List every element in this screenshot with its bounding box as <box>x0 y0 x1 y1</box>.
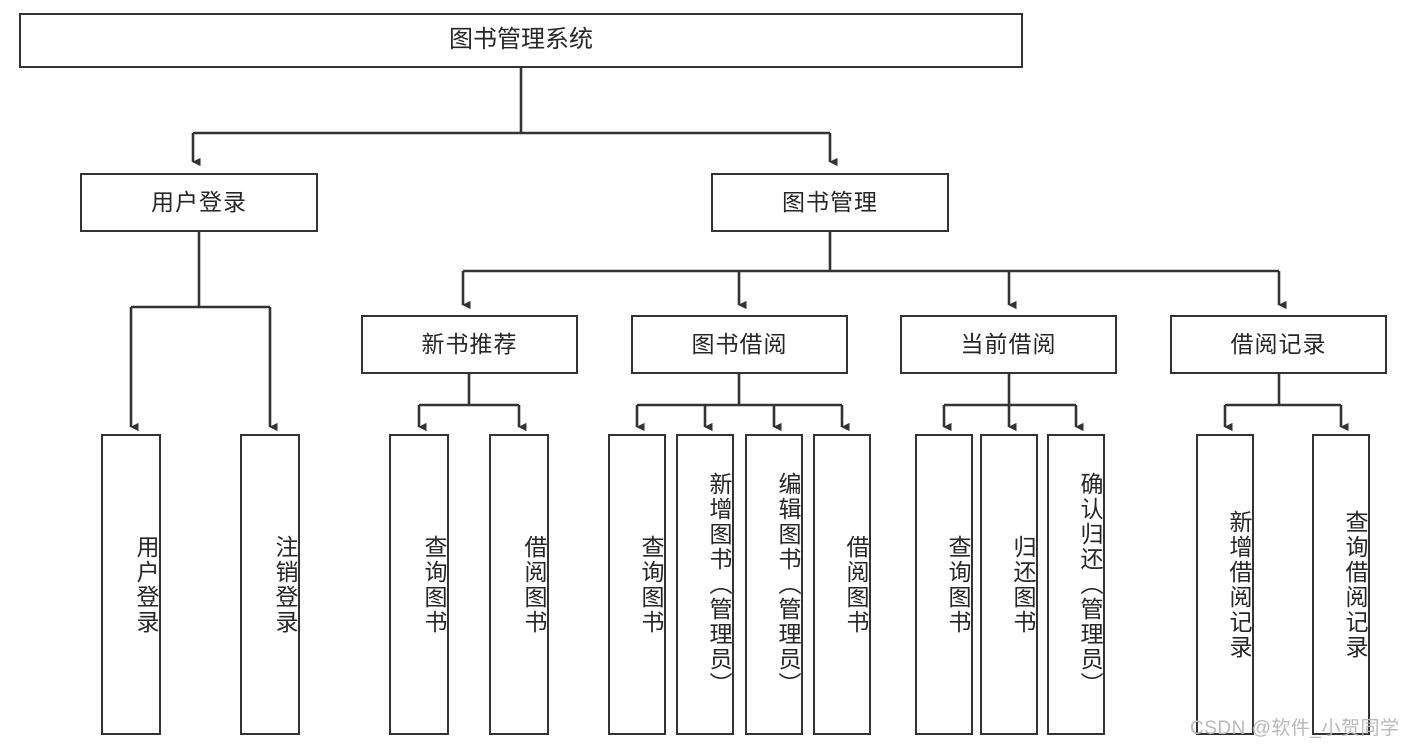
leaf-user-login-label: 用户登录 <box>133 534 159 635</box>
node-current-borrow-label: 当前借阅 <box>960 330 1057 357</box>
leaf-logout[interactable]: 注销登录 <box>240 434 300 735</box>
node-user-login[interactable]: 用户登录 <box>80 173 318 232</box>
node-book-manage-label: 图书管理 <box>782 188 878 215</box>
node-book-manage[interactable]: 图书管理 <box>711 173 949 232</box>
leaf-borrow-book-2-label: 借阅图书 <box>843 534 869 635</box>
node-root-label: 图书管理系统 <box>449 26 593 54</box>
node-book-borrow[interactable]: 图书借阅 <box>631 315 848 374</box>
leaf-borrow-book-1-label: 借阅图书 <box>521 534 547 635</box>
leaf-add-book[interactable]: 新增图书（管理员） <box>676 434 734 735</box>
node-new-book-rec[interactable]: 新书推荐 <box>361 315 578 374</box>
node-new-book-rec-label: 新书推荐 <box>421 330 518 357</box>
leaf-query-book-3[interactable]: 查询图书 <box>915 434 973 735</box>
node-book-borrow-label: 图书借阅 <box>691 330 788 357</box>
leaf-borrow-book-1[interactable]: 借阅图书 <box>489 434 549 735</box>
leaf-user-login[interactable]: 用户登录 <box>101 434 161 735</box>
leaf-return-book[interactable]: 归还图书 <box>980 434 1038 735</box>
leaf-add-book-label: 新增图书（管理员） <box>706 472 732 697</box>
leaf-query-book-2-label: 查询图书 <box>638 534 664 635</box>
csdn-watermark: CSDN @软件_小贺同学 <box>1190 718 1400 739</box>
leaf-query-record[interactable]: 查询借阅记录 <box>1312 434 1370 735</box>
leaf-add-record[interactable]: 新增借阅记录 <box>1196 434 1254 735</box>
leaf-query-record-label: 查询借阅记录 <box>1342 509 1368 660</box>
leaf-edit-book[interactable]: 编辑图书（管理员） <box>745 434 803 735</box>
node-root[interactable]: 图书管理系统 <box>19 13 1023 68</box>
node-borrow-record[interactable]: 借阅记录 <box>1170 315 1387 374</box>
leaf-confirm-return-label: 确认归还（管理员） <box>1077 472 1103 697</box>
leaf-borrow-book-2[interactable]: 借阅图书 <box>813 434 871 735</box>
leaf-query-book-1[interactable]: 查询图书 <box>389 434 449 735</box>
leaf-edit-book-label: 编辑图书（管理员） <box>775 472 801 697</box>
node-borrow-record-label: 借阅记录 <box>1230 330 1327 357</box>
node-user-login-label: 用户登录 <box>151 188 247 215</box>
leaf-add-record-label: 新增借阅记录 <box>1226 509 1252 660</box>
leaf-logout-label: 注销登录 <box>272 534 298 635</box>
leaf-query-book-1-label: 查询图书 <box>421 534 447 635</box>
leaf-query-book-2[interactable]: 查询图书 <box>608 434 666 735</box>
node-current-borrow[interactable]: 当前借阅 <box>900 315 1117 374</box>
leaf-query-book-3-label: 查询图书 <box>945 534 971 635</box>
leaf-return-book-label: 归还图书 <box>1010 534 1036 635</box>
leaf-confirm-return[interactable]: 确认归还（管理员） <box>1047 434 1105 735</box>
